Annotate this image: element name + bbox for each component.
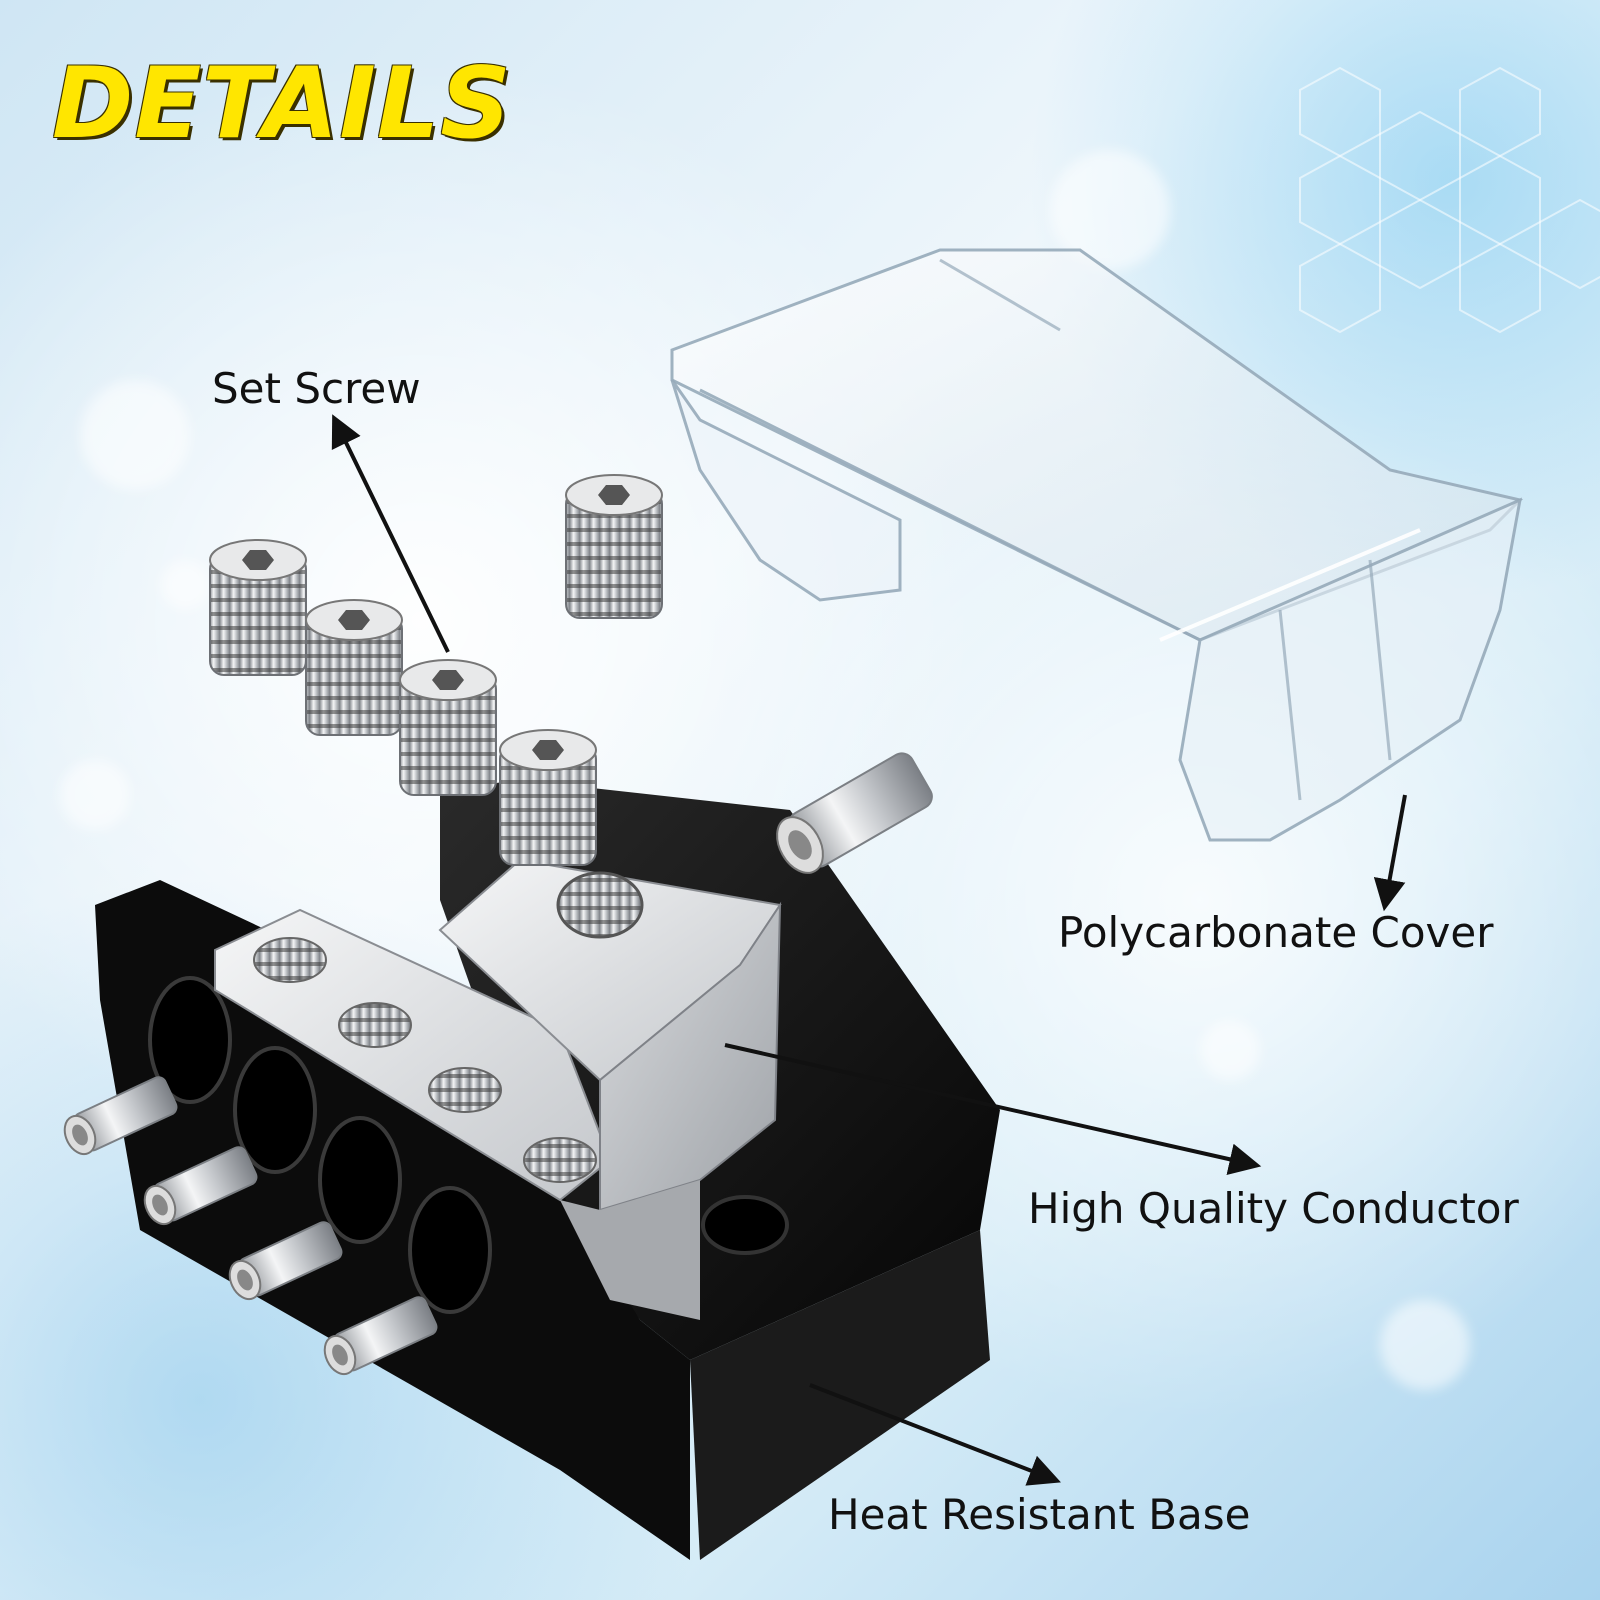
ferrule (143, 1146, 258, 1226)
base-label: Heat Resistant Base (828, 1490, 1251, 1539)
set-screw (399, 659, 497, 796)
set-screw (209, 539, 307, 676)
set-screw (499, 729, 597, 866)
page-title: DETAILS (52, 47, 512, 161)
set-screw (305, 599, 403, 736)
conductor-label: High Quality Conductor (1028, 1184, 1519, 1233)
wire-ferrules (63, 752, 933, 1376)
bokeh-light (80, 380, 190, 490)
mounting-hole (701, 1195, 789, 1255)
polycarbonate-cover (670, 248, 1523, 842)
cover-arrow (1373, 794, 1407, 912)
cover-label: Polycarbonate Cover (1058, 908, 1494, 957)
bokeh-light (1200, 1020, 1260, 1080)
callout-arrows (331, 414, 1407, 1486)
ferrule (228, 1221, 343, 1301)
set-screw-label: Set Screw (212, 364, 421, 413)
set-screw (565, 474, 663, 619)
bokeh-light (60, 760, 130, 830)
high-quality-conductor (214, 858, 782, 1320)
conductor-arrow (724, 1043, 1262, 1175)
base-arrow (809, 1383, 1061, 1486)
ferrule (776, 752, 933, 874)
set-screws (209, 474, 663, 866)
wire-holes (148, 976, 492, 1314)
set-screw-arrow (331, 414, 450, 653)
bokeh-light (160, 560, 210, 610)
bokeh-light (1380, 1300, 1470, 1390)
ferrule (323, 1296, 438, 1376)
hexagon-pattern (1299, 66, 1600, 334)
threaded-hole (556, 871, 644, 939)
ferrule (63, 1076, 178, 1156)
